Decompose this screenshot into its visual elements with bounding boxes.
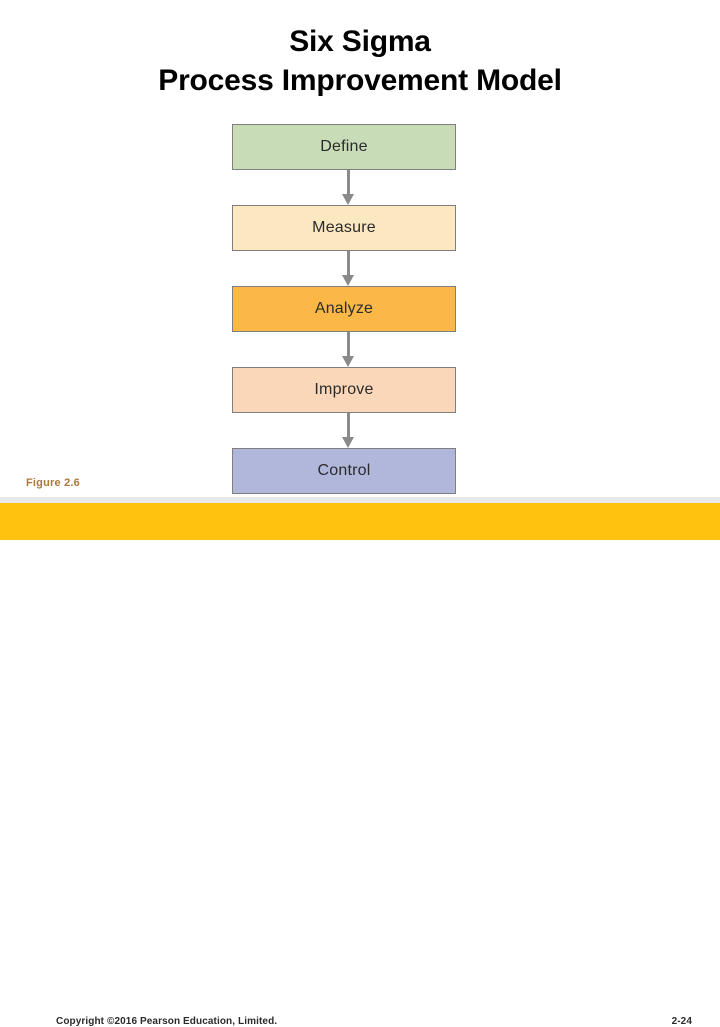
- flow-stage-analyze[interactable]: Analyze: [232, 286, 463, 340]
- arrow-shaft: [347, 332, 350, 358]
- page-title: Six Sigma Process Improvement Model: [0, 22, 720, 100]
- dmaic-flowchart: Define Measure Analyze Improve C: [232, 124, 464, 502]
- title-line-2: Process Improvement Model: [158, 64, 562, 97]
- arrow-shaft: [347, 170, 350, 196]
- flow-stage-measure-label: Measure: [312, 219, 376, 236]
- down-arrow-icon-2: [342, 251, 355, 286]
- arrow-shaft: [347, 413, 350, 439]
- flow-stage-improve[interactable]: Improve: [232, 367, 463, 421]
- flow-stage-control-label: Control: [317, 462, 371, 479]
- flow-stage-analyze-label: Analyze: [314, 300, 374, 317]
- flow-stage-define[interactable]: Define: [232, 124, 463, 178]
- arrow-shaft: [347, 251, 350, 277]
- flow-stage-improve-label: Improve: [314, 381, 374, 398]
- flow-stage-measure[interactable]: Measure: [232, 205, 463, 259]
- arrow-head: [342, 275, 354, 286]
- flow-stage-control[interactable]: Control: [232, 448, 463, 502]
- flow-stage-define-label: Define: [320, 138, 368, 155]
- arrow-head: [342, 194, 354, 205]
- footer-copyright-text: Copyright ©2016 Pearson Education, Limit…: [56, 1016, 278, 1027]
- footer-page-number: 2-24: [671, 1016, 692, 1027]
- title-line-1: Six Sigma: [289, 25, 431, 58]
- figure-caption: Figure 2.6: [26, 477, 80, 489]
- arrow-head: [342, 437, 354, 448]
- slide-canvas: Six Sigma Process Improvement Model Defi…: [0, 22, 720, 1027]
- arrow-head: [342, 356, 354, 367]
- down-arrow-icon-1: [342, 170, 355, 205]
- footer-shadow-divider: [0, 497, 720, 503]
- footer-bar: Copyright ©2016 Pearson Education, Limit…: [0, 503, 720, 1027]
- down-arrow-icon-3: [342, 332, 355, 367]
- down-arrow-icon-4: [342, 413, 355, 448]
